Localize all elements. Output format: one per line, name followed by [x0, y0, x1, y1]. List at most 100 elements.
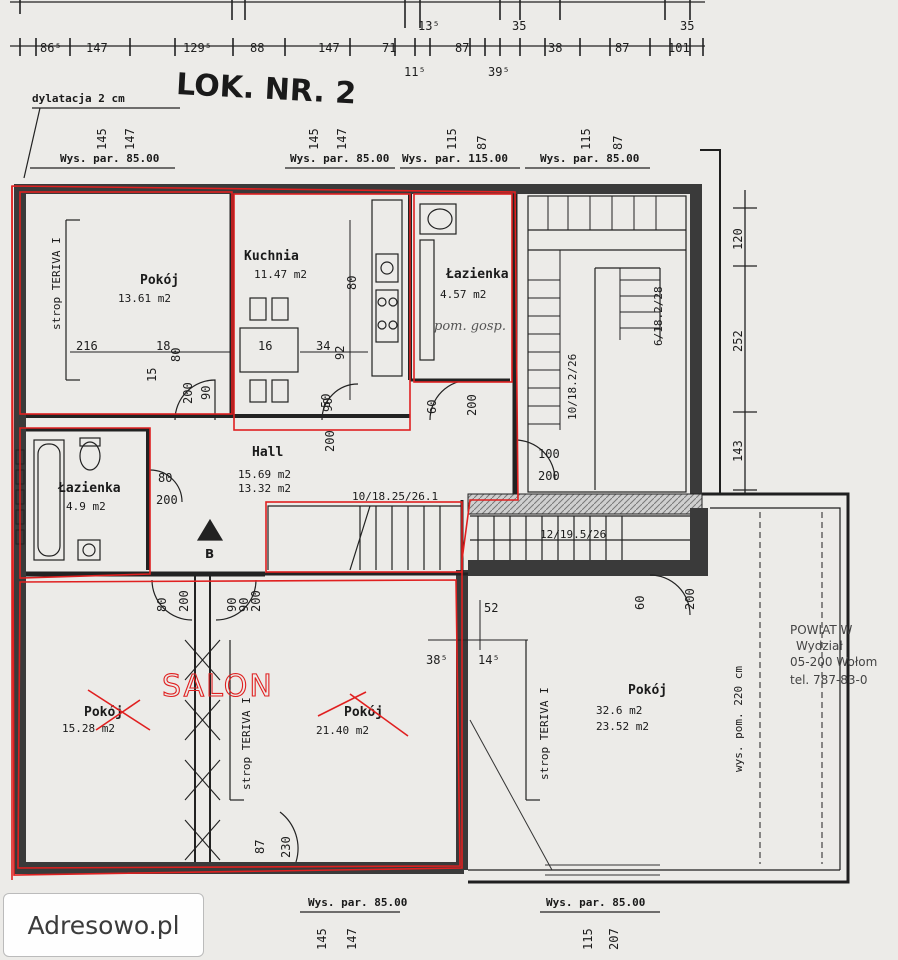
room-name: Hall: [252, 445, 283, 460]
inner-dim: 80: [169, 348, 183, 362]
inner-dim: 200: [683, 588, 697, 610]
dim-label: 147: [86, 41, 108, 55]
stamp-line: Wydział: [796, 639, 843, 653]
window-dim: 145: [95, 128, 109, 150]
window-dim: 145: [307, 128, 321, 150]
room-height: wys. pom. 220 cm: [732, 666, 745, 772]
inner-dim: 87: [253, 840, 267, 854]
outer-walls: [14, 149, 850, 884]
room-name: Łazienka: [445, 267, 509, 282]
room-ceiling: strop TERIVA I: [538, 687, 551, 780]
inner-dim: 16: [258, 339, 272, 353]
dim-sub-label: 13⁵: [418, 19, 440, 33]
right-dim: 143: [731, 440, 745, 462]
room-name: Pokój: [84, 705, 123, 720]
stair-spec: 10/18.2/26: [566, 354, 579, 420]
room-area: 4.9 m2: [66, 500, 106, 513]
inner-dim: 90: [225, 598, 239, 612]
inner-dim: 200: [177, 590, 191, 612]
room-name: Łazienka: [57, 481, 121, 496]
dylatacja-note: dylatacja 2 cm: [32, 92, 125, 105]
red-markup: [11, 185, 519, 880]
inner-dim: 100: [538, 447, 560, 461]
staircase-lower: [267, 505, 690, 571]
room-area: 11.47 m2: [254, 268, 307, 281]
top-dimension-labels: 86⁵ 147 129⁵ 88 147 71 87 38 87 101 13⁵ …: [40, 19, 694, 79]
dim-label: 71: [382, 41, 396, 55]
bathroom-fixtures: [33, 203, 457, 561]
landing-wall-east: [690, 508, 708, 570]
staircase-main: [527, 195, 687, 493]
room-area: 4.57 m2: [440, 288, 486, 301]
room-area: 21.40 m2: [316, 724, 369, 737]
dim-label: 147: [318, 41, 340, 55]
room-ceiling: strop TERIVA I: [240, 697, 253, 790]
window-height-4: Wys. par. 85.00: [540, 152, 639, 165]
dim-label: 87: [615, 41, 629, 55]
window-dim: 207: [607, 928, 621, 950]
landing-hatch: [467, 493, 703, 515]
inner-dim: 200: [465, 394, 479, 416]
inner-dim: 200: [181, 382, 195, 404]
window-dim: 145: [315, 928, 329, 950]
right-dim: 120: [731, 228, 745, 250]
window-dimension-labels: 145 147 145 147 115 87 115 87: [95, 128, 625, 150]
kitchen-fixtures: [239, 199, 403, 403]
adresowo-watermark[interactable]: Adresowo.pl: [3, 893, 204, 957]
room-area: 15.69 m2: [238, 468, 291, 481]
room-name: Kuchnia: [244, 249, 299, 264]
window-height-3: Wys. par. 115.00: [402, 152, 508, 165]
room-area: 13.61 m2: [118, 292, 171, 305]
window-height-6: Wys. par. 85.00: [546, 896, 645, 909]
stamp-line: 05-200 Wołom: [790, 655, 877, 669]
stair-spec: 6/18.2/28: [652, 286, 665, 346]
inner-dim: 200: [538, 469, 560, 483]
stamp-line: POWIAT W: [790, 623, 853, 637]
inner-dim: B: [205, 547, 214, 561]
top-dimension-chain: [10, 0, 705, 56]
inner-dim: 80: [155, 598, 169, 612]
window-dim: 147: [123, 128, 137, 150]
inner-dim: 200: [323, 430, 337, 452]
inner-dim: 15: [145, 368, 159, 382]
dim-sub-label: 39⁵: [488, 65, 510, 79]
window-dim: 87: [611, 136, 625, 150]
room-name: Pokój: [344, 705, 383, 720]
inner-dim: 80: [345, 276, 359, 290]
salon-label: SALON: [162, 669, 274, 704]
inner-dim: 90: [237, 598, 251, 612]
window-dim: 115: [579, 128, 593, 150]
inner-dim: 14⁵: [478, 653, 500, 667]
window-height-1: Wys. par. 85.00: [60, 152, 159, 165]
dim-label: 86⁵: [40, 41, 62, 55]
room-area: 13.32 m2: [238, 482, 291, 495]
dim-sub-label: 35: [680, 19, 694, 33]
inner-dim: 216: [76, 339, 98, 353]
window-height-2: Wys. par. 85.00: [290, 152, 389, 165]
dim-label: 129⁵: [183, 41, 212, 55]
dim-label: 101: [668, 41, 690, 55]
dim-label: 88: [250, 41, 264, 55]
room-area: 32.6 m2: [596, 704, 642, 717]
inner-dim: 200: [249, 590, 263, 612]
room-name: Pokój: [140, 273, 179, 288]
doors: [149, 379, 691, 863]
inner-dimension-lines: [70, 220, 528, 650]
inner-dim: 18: [156, 339, 170, 353]
inner-dim: 38⁵: [426, 653, 448, 667]
dim-sub-label: 35: [512, 19, 526, 33]
room-name: Pokój: [628, 683, 667, 698]
room-note: pom. gosp.: [434, 319, 506, 334]
window-leaders: [23, 107, 650, 179]
inner-dim: 200: [156, 493, 178, 507]
inner-dim: 230: [279, 836, 293, 858]
stair-spec: 12/19.5/26: [540, 528, 606, 541]
inner-dim: 92: [333, 346, 347, 360]
window-dim: 147: [335, 128, 349, 150]
window-dim: 87: [475, 136, 489, 150]
inner-dim: 34: [316, 339, 330, 353]
axis-cross: [184, 639, 221, 861]
inner-dim: 60: [425, 400, 439, 414]
